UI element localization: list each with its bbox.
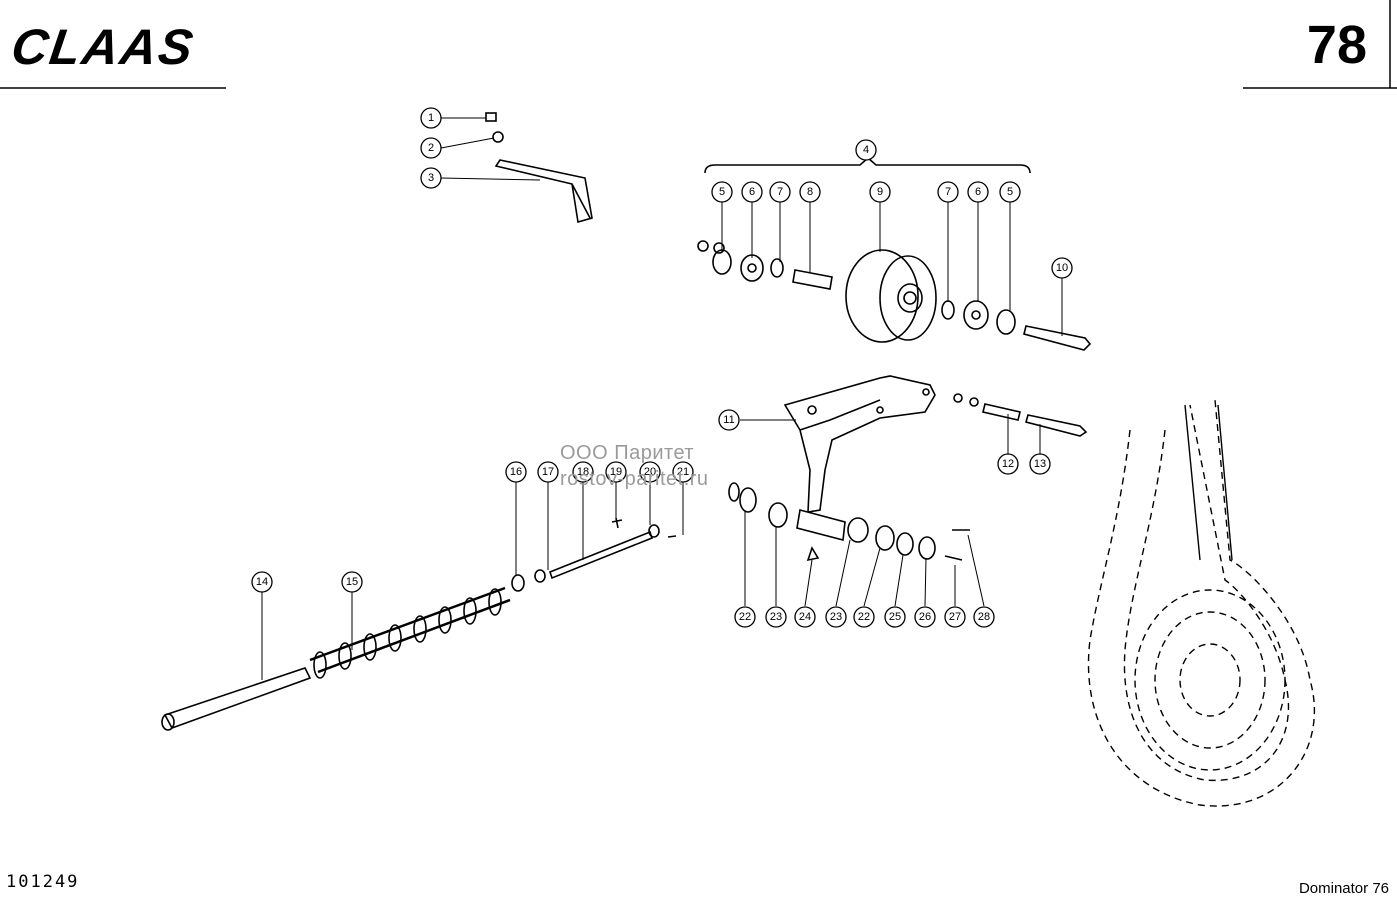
tension-lever — [783, 375, 1088, 513]
callout-7: 7 — [777, 186, 783, 198]
callout-13: 13 — [1034, 458, 1046, 470]
bracket-assembly — [485, 112, 593, 224]
page-number: 78 — [1306, 15, 1367, 75]
leader-lines — [261, 117, 1063, 680]
callout-6: 6 — [749, 186, 755, 198]
callout-5b: 5 — [1007, 186, 1013, 198]
callout-23b: 23 — [830, 611, 842, 623]
callout-10: 10 — [1056, 262, 1068, 274]
callout-27: 27 — [949, 611, 961, 623]
callout-18: 18 — [577, 466, 589, 478]
callout-28: 28 — [978, 611, 990, 623]
callout-circles — [251, 107, 1073, 628]
spring-rod-assembly — [161, 517, 677, 731]
header-rules — [0, 0, 1397, 89]
callout-23: 23 — [770, 611, 782, 623]
watermark: ООО Паритет rostov-paritet.ru — [560, 440, 709, 492]
pulley-assembly — [697, 156, 1092, 351]
callout-5: 5 — [719, 186, 725, 198]
callout-9: 9 — [877, 186, 883, 198]
watermark-website: rostov-paritet.ru — [560, 468, 709, 490]
callout-labels: 1 2 3 4 5 6 7 8 9 7 6 5 10 11 12 13 14 1… — [256, 112, 1068, 623]
callout-17: 17 — [542, 466, 554, 478]
callout-14: 14 — [256, 576, 268, 588]
callout-20: 20 — [644, 466, 656, 478]
callout-1: 1 — [428, 112, 434, 124]
callout-2: 2 — [428, 142, 434, 154]
belt-solid-lines — [1184, 404, 1233, 561]
callout-15: 15 — [346, 576, 358, 588]
callout-7b: 7 — [945, 186, 951, 198]
model-name: Dominator 76 — [1298, 880, 1389, 897]
callout-6b: 6 — [975, 186, 981, 198]
watermark-company: ООО Паритет — [560, 442, 695, 464]
callout-8: 8 — [807, 186, 813, 198]
bushing-assembly — [728, 482, 970, 562]
callout-21: 21 — [677, 466, 689, 478]
callout-25: 25 — [889, 611, 901, 623]
callout-19: 19 — [610, 466, 622, 478]
callout-3: 3 — [428, 172, 434, 184]
callout-22: 22 — [739, 611, 751, 623]
callout-24: 24 — [799, 611, 811, 623]
callout-12: 12 — [1002, 458, 1014, 470]
drawing-number: 101249 — [6, 872, 80, 892]
callout-26: 26 — [919, 611, 931, 623]
callout-16: 16 — [510, 466, 522, 478]
spring-coils — [313, 588, 502, 679]
callout-4: 4 — [863, 144, 869, 156]
belt-drive-outline — [1087, 399, 1315, 807]
callout-11: 11 — [723, 414, 734, 426]
callout-22b: 22 — [858, 611, 870, 623]
